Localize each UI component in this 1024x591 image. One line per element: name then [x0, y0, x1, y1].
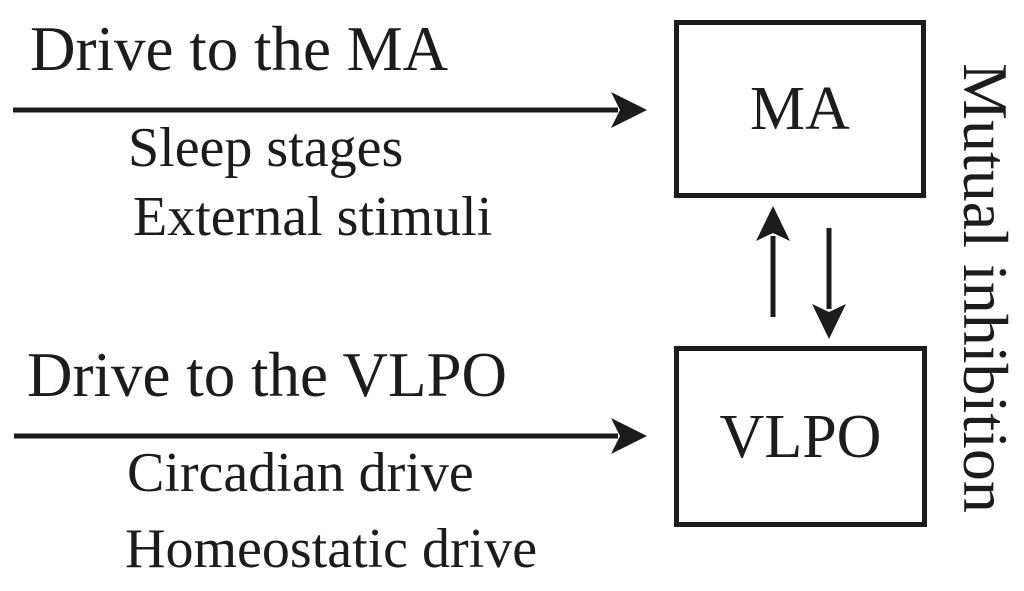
ma-drive-factor-sleep-stages: Sleep stages [128, 117, 404, 179]
vlpo-node-box: VLPO [674, 346, 927, 527]
right-arrow-icon [13, 92, 647, 128]
vlpo-drive-factor-homeostatic: Homeostatic drive [125, 518, 538, 580]
ma-drive-factor-external-stimuli: External stimuli [133, 186, 493, 248]
vlpo-drive-factor-circadian: Circadian drive [127, 442, 474, 504]
up-arrow-icon [756, 206, 790, 317]
vlpo-node-label: VLPO [719, 402, 882, 471]
ma-node-label: MA [750, 75, 850, 143]
mutual-inhibition-label: Mutual inhibition [950, 63, 1021, 513]
vlpo-drive-heading: Drive to the VLPO [27, 340, 508, 410]
down-arrow-icon [812, 228, 846, 339]
right-arrow-icon [14, 418, 647, 454]
ma-node-box: MA [674, 20, 926, 198]
ma-drive-heading: Drive to the MA [30, 14, 449, 84]
